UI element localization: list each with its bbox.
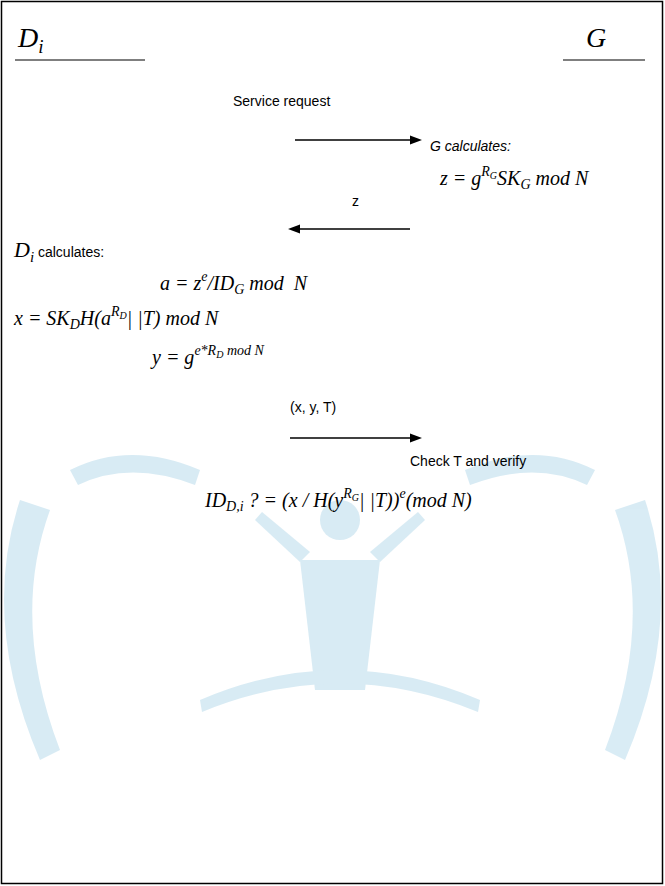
subscript: D,i [226, 499, 244, 514]
text-part: y = g [152, 346, 194, 368]
watermark-arm [255, 512, 310, 562]
text-part: | |T)) [359, 489, 399, 511]
text-part: H(a [80, 307, 111, 329]
text-part: a = z [160, 272, 201, 294]
step-heading-line: Check T and verify [410, 452, 526, 470]
superscript: mod N [223, 343, 263, 358]
text-part: z [352, 193, 359, 209]
message-arrow [295, 136, 422, 145]
subscript: D [70, 317, 80, 332]
party-name-line: G [586, 20, 606, 56]
message-label-line: z [352, 192, 359, 210]
text-part: mod N [531, 167, 589, 189]
superscript-subscript: D [216, 349, 223, 360]
superscript: R [481, 164, 490, 179]
subscript: G [520, 177, 530, 192]
watermark-arc [605, 500, 661, 760]
text-part: z = g [440, 167, 481, 189]
formula-line: y = ge*RD mod N [152, 342, 264, 370]
superscript: e*R [194, 343, 216, 358]
subscript: i [30, 249, 34, 265]
watermark-arc [200, 670, 480, 712]
message-label-line: (x, y, T) [290, 398, 336, 416]
text-part: calculates: [34, 244, 104, 260]
text-part: /ID [208, 272, 235, 294]
formula-line: z = gRGSKG mod N [440, 163, 588, 195]
watermark-arc [4, 500, 60, 760]
superscript: R [111, 304, 120, 319]
text-part: (x, y, T) [290, 399, 336, 415]
superscript-subscript: D [120, 310, 127, 321]
text-part: | |T) mod N [127, 307, 219, 329]
text-part: D [14, 237, 30, 262]
text-part: x = SK [14, 307, 70, 329]
text-part: Service request [233, 93, 330, 109]
superscript: R [343, 486, 352, 501]
text-part: D [18, 22, 38, 53]
step-heading-line: Di calculates: [14, 236, 104, 267]
party-underline [15, 59, 145, 60]
superscript-subscript: G [352, 492, 359, 503]
party-underline [563, 59, 645, 60]
message-arrow [288, 225, 410, 234]
message-label-line: Service request [233, 92, 330, 110]
formula-line: x = SKDH(aRD| |T) mod N [14, 303, 218, 335]
formula-line: IDD,i ? = (x / H(yRG| |T))e(mod N) [205, 485, 472, 517]
superscript: e [399, 486, 405, 501]
subscript: G [234, 282, 244, 297]
watermark-arc [70, 455, 200, 485]
watermark-arm [370, 512, 425, 562]
superscript-subscript: G [490, 170, 497, 181]
text-part: mod N [244, 272, 307, 294]
superscript: e [201, 269, 207, 284]
message-arrow [290, 434, 422, 443]
step-heading-line: G calculates: [430, 137, 511, 155]
text-part: (mod N) [406, 489, 472, 511]
formula-line: a = ze/IDG mod N [160, 268, 307, 300]
text-part: G [586, 22, 606, 53]
text-part: Check T and verify [410, 453, 526, 469]
text-part: G calculates: [430, 138, 511, 154]
party-name-line: Di [18, 20, 44, 60]
subscript: i [38, 36, 43, 57]
text-part: ID [205, 489, 226, 511]
text-part: SK [497, 167, 520, 189]
text-part: ? = (x / H(y [244, 489, 344, 511]
watermark [4, 455, 661, 760]
